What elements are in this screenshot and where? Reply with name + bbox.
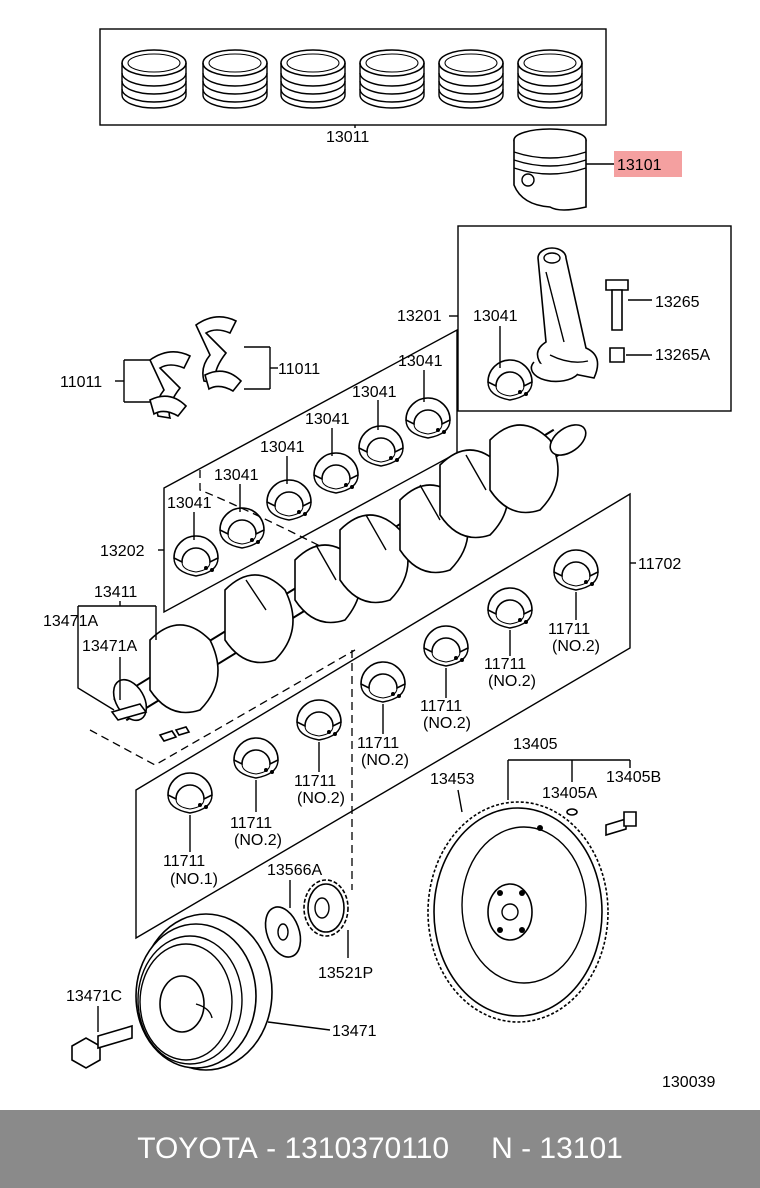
label-13265: 13265: [655, 294, 700, 311]
footer-code: N - 13101: [491, 1132, 623, 1165]
label-13265A: 13265A: [655, 347, 710, 364]
label-11702: 11702: [638, 556, 681, 573]
label-11711-7: 11711: [548, 621, 590, 638]
footer-sep: -: [257, 1132, 285, 1165]
piston: [513, 128, 587, 211]
label-no2-d: (NO.2): [423, 715, 471, 732]
label-13201: 13201: [397, 308, 442, 325]
bearing-box-11702: [135, 492, 631, 940]
flywheel-pin: [566, 808, 578, 816]
crank-keys: [110, 703, 191, 742]
label-13411: 13411: [94, 584, 137, 601]
diagram-ref: 130039: [662, 1074, 715, 1091]
label-11711-4: 11711: [357, 735, 399, 752]
label-no1: (NO.1): [170, 871, 218, 888]
label-13471C: 13471C: [66, 988, 122, 1005]
label-13202: 13202: [100, 543, 145, 560]
rod-bearings-upper: [173, 370, 451, 577]
label-no2-b: (NO.2): [297, 790, 345, 807]
label-no2-c: (NO.2): [361, 752, 409, 769]
main-bearings: [167, 549, 599, 852]
piston-ring-set: [99, 28, 607, 128]
footer-brand: TOYOTA: [137, 1132, 258, 1165]
label-13041-d: 13041: [305, 411, 350, 428]
flywheel: [427, 801, 609, 1023]
label-11711-3: 11711: [294, 773, 336, 790]
label-13566A: 13566A: [267, 862, 322, 879]
label-13453: 13453: [430, 771, 475, 788]
label-13041-a: 13041: [167, 495, 212, 512]
label-13405A: 13405A: [542, 785, 597, 802]
label-13471: 13471: [332, 1023, 377, 1040]
highlight-13101: [614, 151, 682, 177]
label-11711-2: 11711: [230, 815, 272, 832]
connecting-rod-assembly: [457, 225, 732, 412]
label-13041-rod: 13041: [473, 308, 518, 325]
crank-pulley: [135, 913, 273, 1071]
thrust-washers: [115, 316, 278, 420]
label-13041-e: 13041: [352, 384, 397, 401]
label-11711-1: 11711: [163, 853, 205, 870]
label-13471A-a: 13471A: [43, 613, 98, 630]
label-13041-c: 13041: [260, 439, 305, 456]
footer-bar: TOYOTA - 1310370110 N - 13101: [0, 1110, 760, 1188]
label-no2-f: (NO.2): [552, 638, 600, 655]
dashed-guide-1: [199, 470, 321, 547]
label-11711-5: 11711: [420, 698, 462, 715]
crank-washer: [264, 906, 302, 958]
label-13471A-b: 13471A: [82, 638, 137, 655]
footer-part-number: 1310370110: [284, 1132, 450, 1165]
label-13011: 13011: [326, 129, 369, 146]
label-13405: 13405: [513, 736, 558, 753]
label-no2-e: (NO.2): [488, 673, 536, 690]
label-11011-right: 11011: [278, 361, 320, 378]
label-13041-b: 13041: [214, 467, 259, 484]
label-13521P: 13521P: [318, 965, 373, 982]
pulley-bolt: [71, 1024, 133, 1069]
label-11011-left: 11011: [60, 374, 102, 391]
label-13041-f: 13041: [398, 353, 443, 370]
crankshaft: [112, 424, 587, 722]
flywheel-bolt: [605, 811, 637, 837]
label-13405B: 13405B: [606, 769, 661, 786]
label-no2-a: (NO.2): [234, 832, 282, 849]
label-13101: 13101: [617, 157, 662, 174]
timing-gear: [303, 879, 349, 937]
parts-diagram: 13011 13101 13201 13041 13265 13265A: [43, 28, 732, 1091]
label-11711-6: 11711: [484, 656, 526, 673]
